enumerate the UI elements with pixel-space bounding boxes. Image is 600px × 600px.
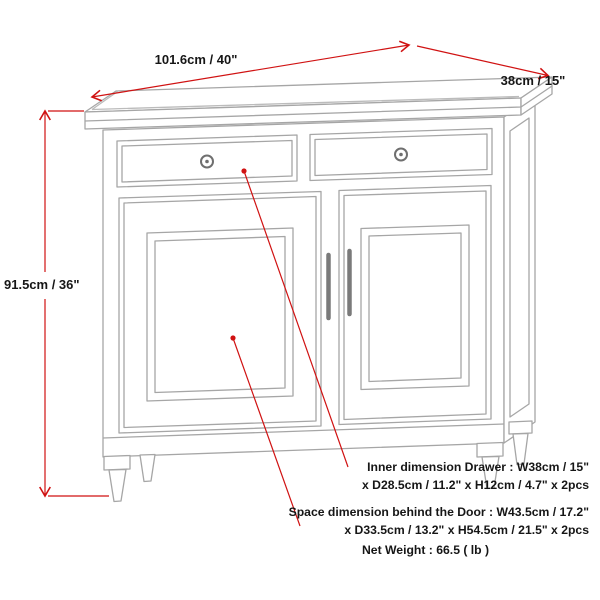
height-dimension-label: 91.5cm / 36": [4, 277, 80, 292]
left-drawer-knob: [200, 154, 214, 169]
left-door-inner-line: [123, 195, 317, 429]
left-drawer-inner-line: [121, 139, 293, 183]
front-right-leg: [481, 455, 500, 490]
drawer-dimension-note-line2: x D28.5cm / 11.2" x H12cm / 4.7" x 2pcs: [362, 478, 589, 492]
right-door: [338, 184, 492, 426]
front-left-leg: [108, 468, 127, 503]
door-handles: [326, 248, 352, 321]
front-left-leg-cap: [103, 454, 131, 471]
left-door: [118, 190, 322, 434]
door-dimension-note-line2: x D33.5cm / 13.2" x H54.5cm / 21.5" x 2p…: [344, 523, 589, 537]
cabinet-drawing: [84, 76, 553, 503]
cabinet-side-panel: [503, 95, 536, 444]
spec-notes: Inner dimension Drawer : W38cm / 15" x D…: [289, 460, 590, 557]
left-door-panel: [146, 227, 294, 402]
door-callout-line: [232, 337, 301, 527]
right-door-panel: [360, 224, 470, 391]
front-right-leg-cap: [476, 441, 504, 458]
right-door-inner-line: [343, 190, 487, 421]
left-door-panel-inner: [154, 235, 286, 394]
right-drawer-inner-line: [314, 133, 488, 177]
door-dimension-note-line1: Space dimension behind the Door : W43.5c…: [289, 505, 589, 519]
depth-dimension-line: [416, 45, 550, 80]
back-left-leg: [139, 453, 156, 483]
drawer-dimension-note-line1: Inner dimension Drawer : W38cm / 15": [367, 460, 589, 474]
dimension-annotations: [39, 40, 550, 527]
back-right-leg: [512, 432, 529, 466]
cabinet-bottom-rail: [102, 423, 505, 439]
back-right-leg-cap: [508, 420, 533, 435]
depth-dimension-label: 38cm / 15": [501, 73, 566, 88]
cabinet-side-panel-frame: [509, 117, 530, 418]
width-dimension-line: [90, 40, 411, 102]
drawer-callout-line: [243, 170, 349, 468]
dimension-labels: 101.6cm / 40" 38cm / 15" 91.5cm / 36": [4, 52, 565, 292]
net-weight-note: Net Weight : 66.5 ( lb ): [362, 543, 489, 557]
right-door-panel-inner: [368, 232, 462, 383]
cabinet-top-molding-line: [84, 85, 553, 122]
width-dimension-label: 101.6cm / 40": [155, 52, 238, 67]
right-drawer-knob: [394, 147, 408, 162]
cabinet-legs: [103, 420, 533, 503]
